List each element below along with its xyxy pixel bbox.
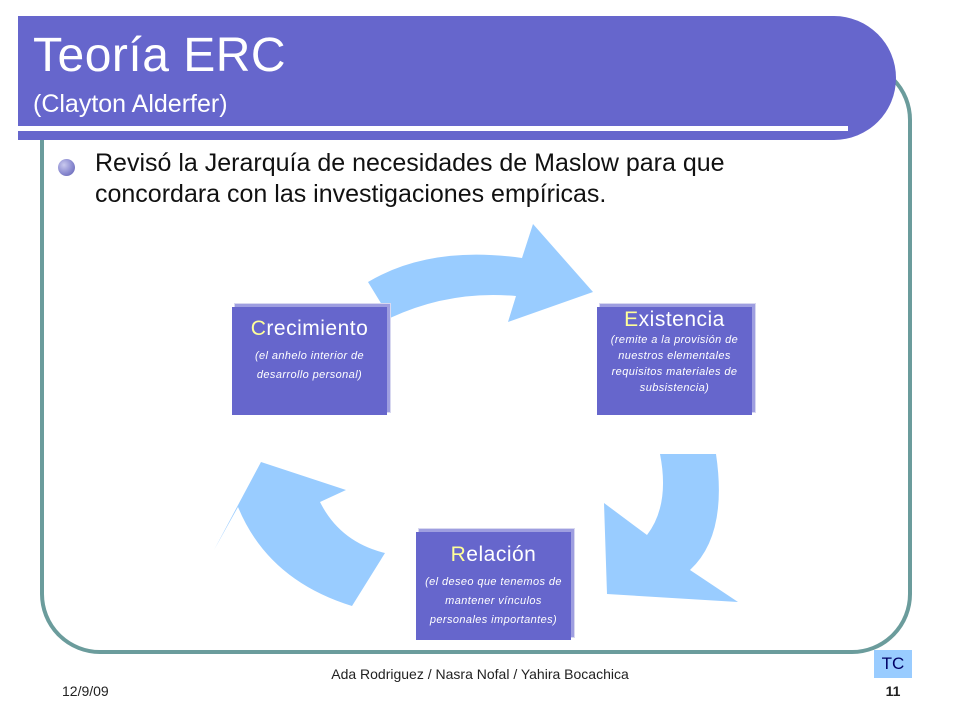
node-title: Existencia (624, 308, 725, 331)
tc-badge: TC (874, 650, 912, 678)
node-relacion: Relación (el deseo que tenemos de manten… (416, 532, 571, 640)
node-title: Crecimiento (250, 317, 369, 340)
bullet-text: Revisó la Jerarquía de necesidades de Ma… (95, 149, 725, 208)
footer-date: 12/9/09 (62, 683, 109, 699)
slide-title: Teoría ERC (33, 29, 287, 82)
slide-subtitle: (Clayton Alderfer) (33, 90, 228, 118)
node-description: (remite a la provisión de nuestros eleme… (610, 334, 739, 394)
node-title: Relación (450, 543, 537, 566)
node-description: (el deseo que tenemos de mantener víncul… (425, 576, 562, 626)
bullet-icon (58, 159, 75, 176)
footer-authors: Ada Rodriguez / Nasra Nofal / Yahira Boc… (331, 666, 629, 682)
node-crecimiento: Crecimiento (el anhelo interior de desar… (232, 307, 387, 415)
node-existencia: Existencia (remite a la provisión de nue… (597, 307, 752, 415)
arrow-existencia-to-relacion (604, 454, 738, 602)
title-underline (18, 126, 848, 131)
page-number: 11 (885, 683, 901, 699)
title-band (18, 16, 896, 140)
arrow-relacion-to-crecimiento (214, 462, 385, 606)
arrow-crecimiento-to-existencia (368, 224, 593, 322)
node-description: (el anhelo interior de desarrollo person… (254, 350, 365, 381)
